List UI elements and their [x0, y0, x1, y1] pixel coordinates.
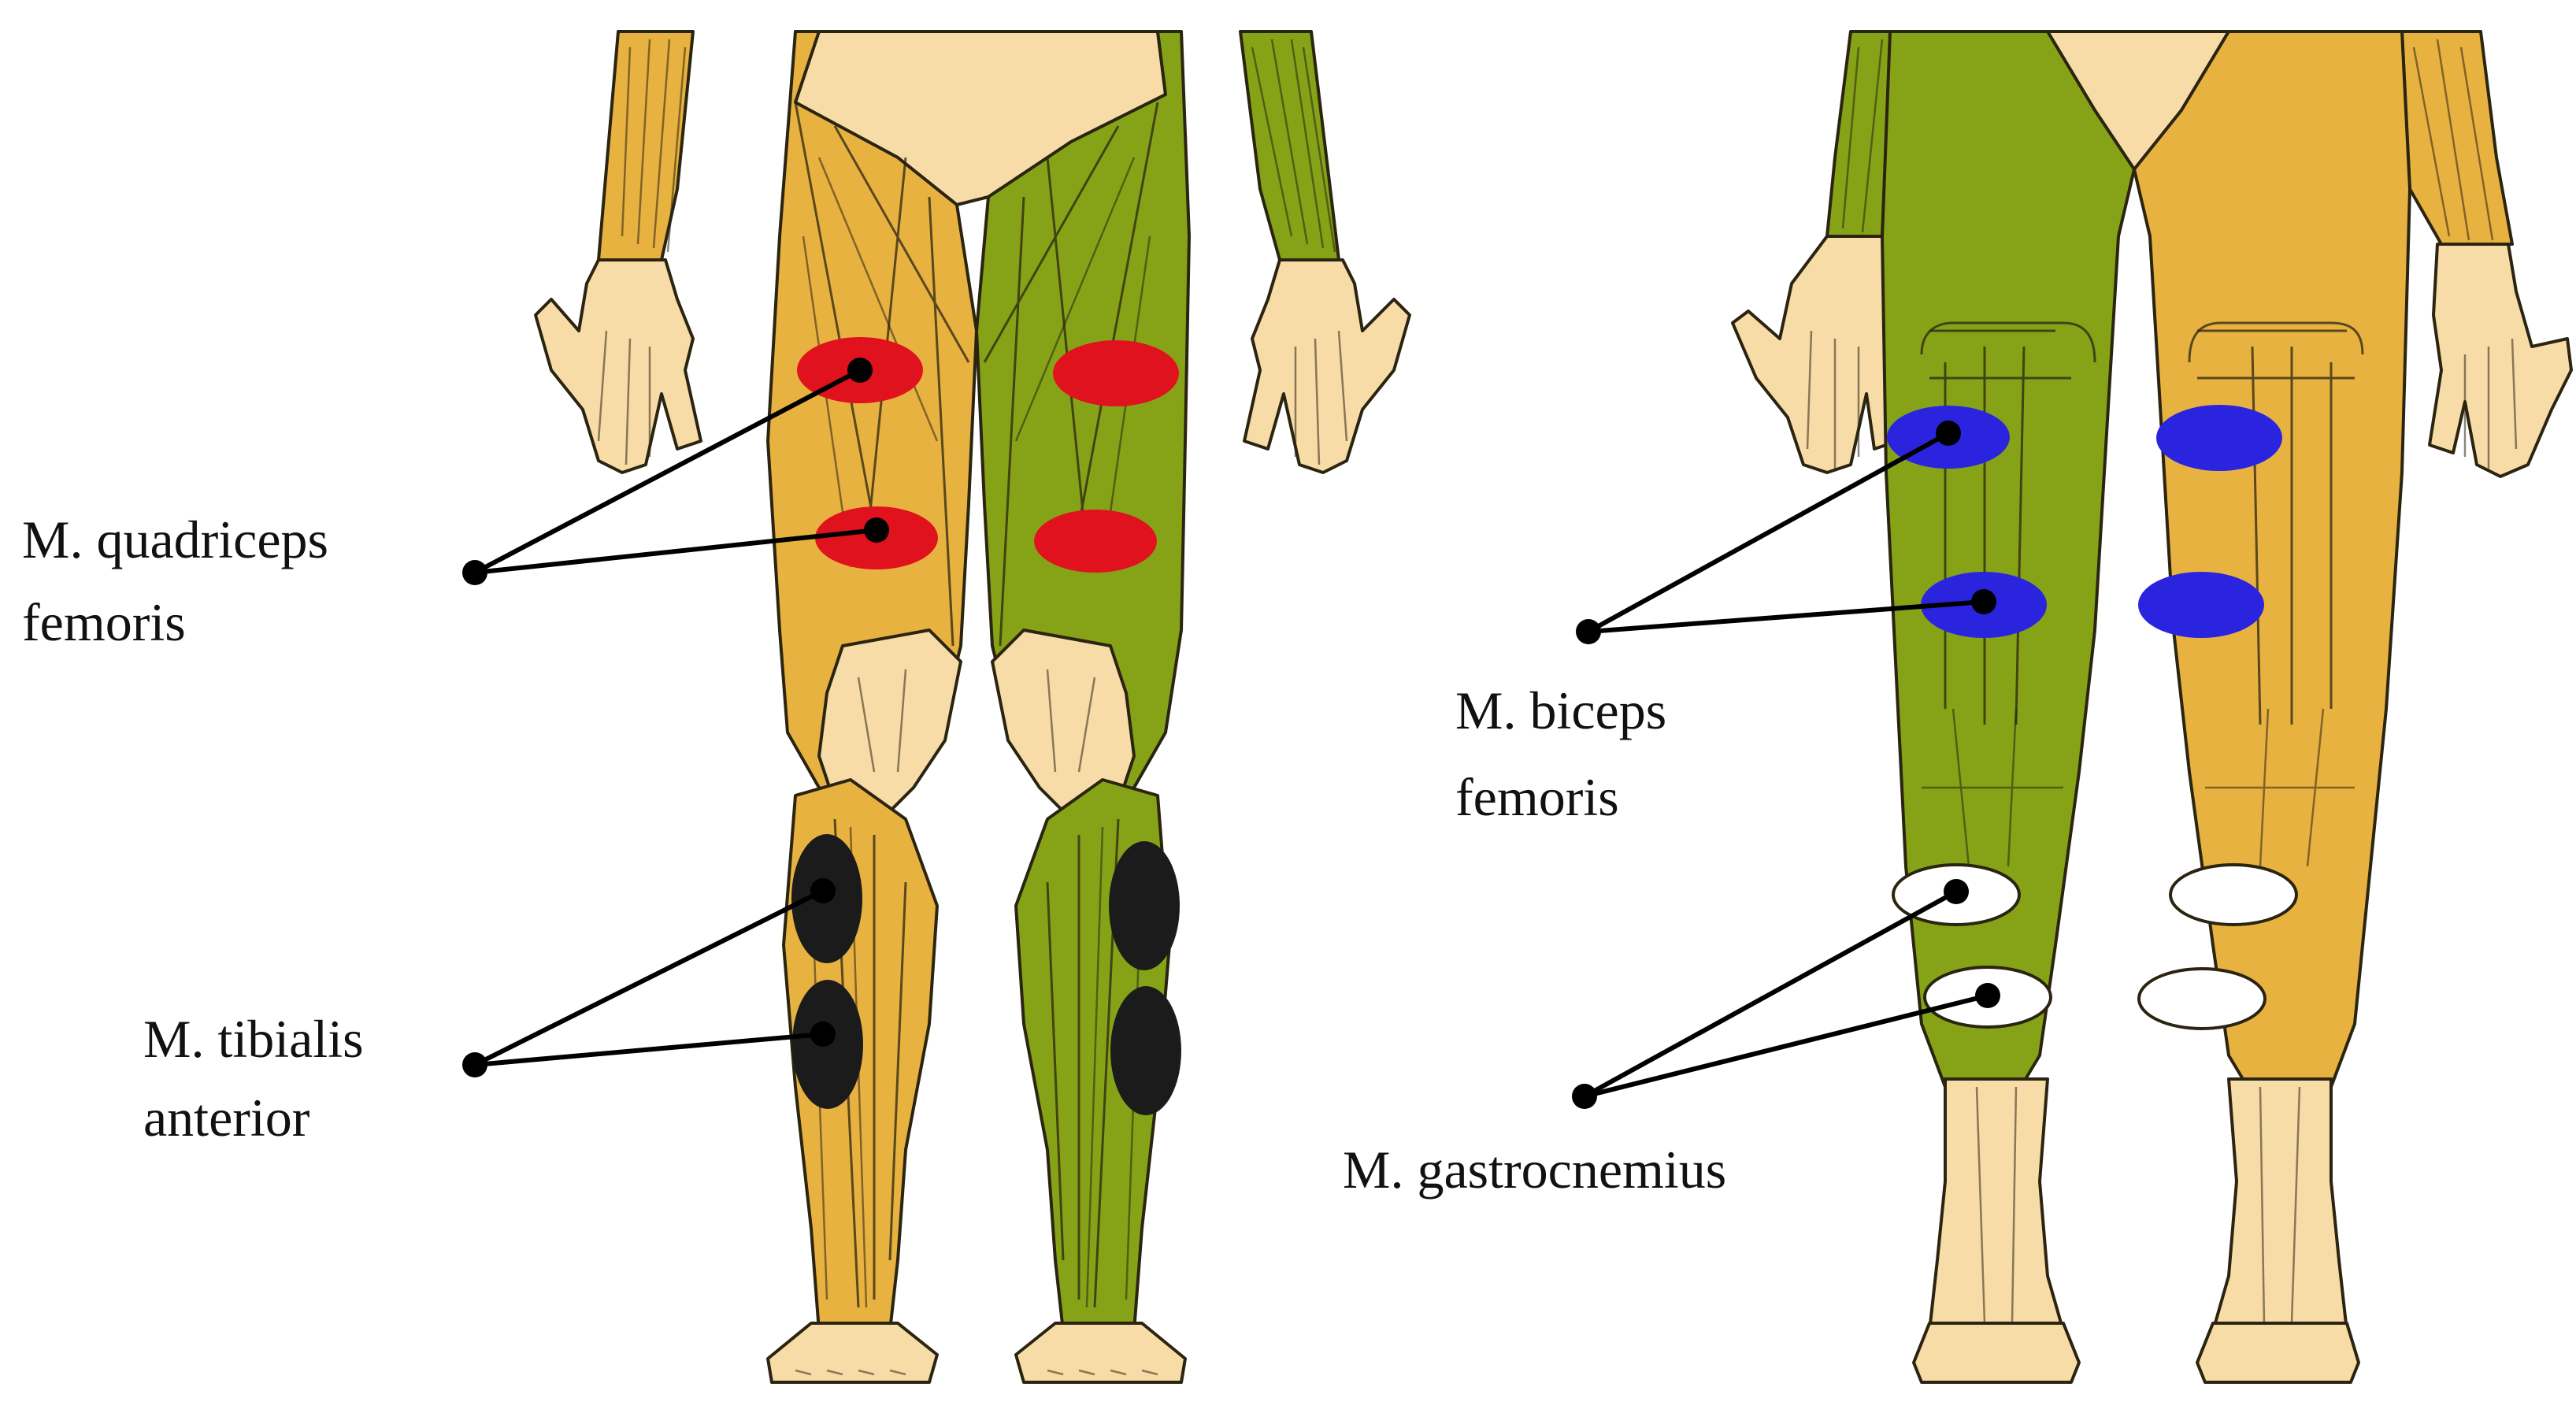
label-tibialis-line2: anterior	[143, 1088, 310, 1148]
electrode-biceps-right-upper	[2156, 405, 2282, 471]
label-biceps-line2: femoris	[1455, 767, 1619, 827]
label-tibialis-line1: M. tibialis	[143, 1009, 364, 1069]
electrode-biceps-right-lower	[2138, 572, 2264, 638]
callout-biceps	[1576, 421, 1996, 644]
electrode-quadriceps-right-lower	[1034, 510, 1157, 573]
back-view-figure	[1731, 30, 2573, 1384]
front-right-forearm	[1239, 30, 1411, 474]
callout-gastrocnemius	[1572, 879, 2000, 1109]
front-left-leg	[766, 30, 978, 1384]
front-left-forearm	[534, 30, 702, 474]
front-view-figure	[534, 30, 1411, 1384]
callout-quadriceps	[462, 358, 889, 585]
electrode-gastrocnemius-right-upper	[2169, 863, 2298, 926]
label-gastrocnemius: M. gastrocnemius	[1343, 1140, 1726, 1200]
label-quadriceps-line1: M. quadriceps	[22, 510, 328, 569]
electrode-tibialis-right-upper	[1109, 841, 1180, 970]
front-right-leg	[975, 30, 1191, 1384]
callout-tibialis	[462, 878, 836, 1077]
label-biceps-line1: M. biceps	[1455, 680, 1666, 740]
back-left-leg	[1881, 30, 2136, 1384]
back-right-leg	[2133, 30, 2411, 1384]
back-right-forearm	[2400, 30, 2573, 478]
electrode-tibialis-right-lower	[1110, 986, 1181, 1115]
electrode-gastrocnemius-right-lower	[2137, 967, 2267, 1030]
label-quadriceps-line2: femoris	[22, 592, 186, 652]
electrode-quadriceps-right-upper	[1053, 340, 1179, 406]
